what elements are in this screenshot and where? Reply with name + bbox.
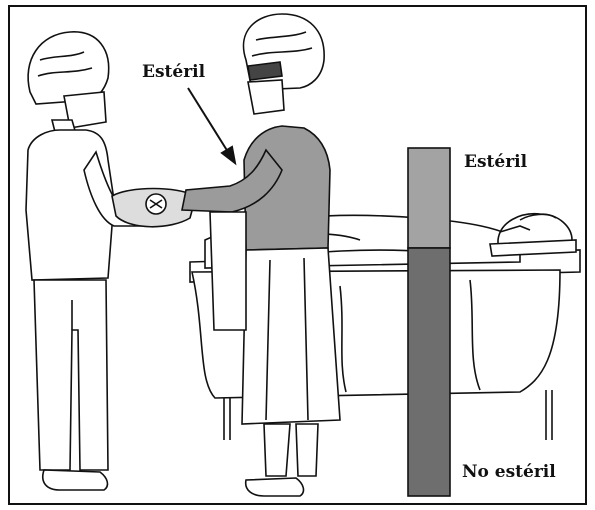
nurse-left bbox=[26, 32, 160, 490]
sterile-gown-label: Estéril bbox=[142, 62, 205, 82]
sterile-zone-bar bbox=[408, 148, 450, 248]
nonsterile-zone-label: No estéril bbox=[462, 462, 556, 482]
nonsterile-zone-bar bbox=[408, 248, 450, 496]
patient bbox=[490, 214, 576, 256]
pointer-arrow bbox=[188, 88, 235, 163]
sterile-zone-label: Estéril bbox=[464, 152, 527, 172]
